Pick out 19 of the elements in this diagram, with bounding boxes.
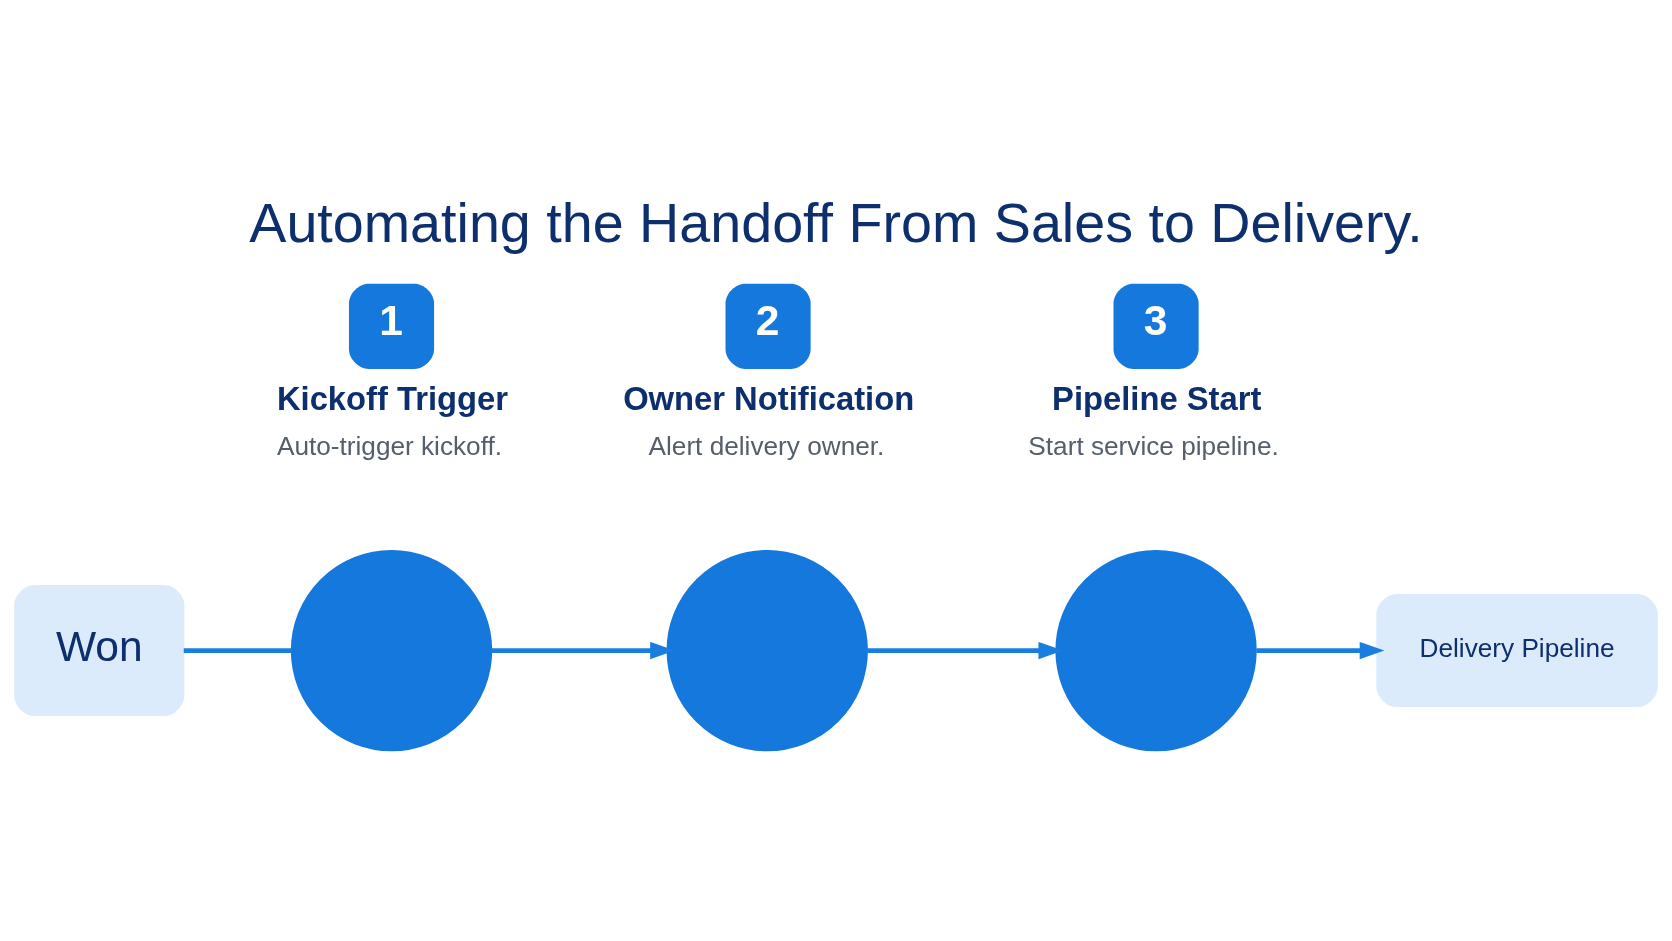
node-label: Kickoff Trigger <box>276 379 508 417</box>
node-label: Start service pipeline. <box>1028 431 1279 462</box>
node-label: Alert delivery owner. <box>648 431 885 462</box>
node-label: Owner Notification <box>623 379 915 417</box>
arrow <box>867 641 1064 660</box>
node-box: 3 <box>1113 283 1199 369</box>
node-circle <box>290 549 493 752</box>
node-box: 1 <box>348 283 435 369</box>
node-box: Won <box>14 585 185 717</box>
arrow <box>1256 641 1385 660</box>
node-label: Auto-trigger kickoff. <box>276 431 503 462</box>
connector <box>183 648 292 654</box>
arrow <box>491 641 675 660</box>
node-box: Delivery Pipeline <box>1376 594 1658 708</box>
node-circle <box>1055 549 1257 752</box>
node-label: Pipeline Start <box>1052 379 1262 417</box>
diagram-title: Automating the Handoff From Sales to Delivery. <box>249 191 1423 254</box>
node-circle <box>666 549 868 752</box>
node-box: 2 <box>725 283 811 369</box>
